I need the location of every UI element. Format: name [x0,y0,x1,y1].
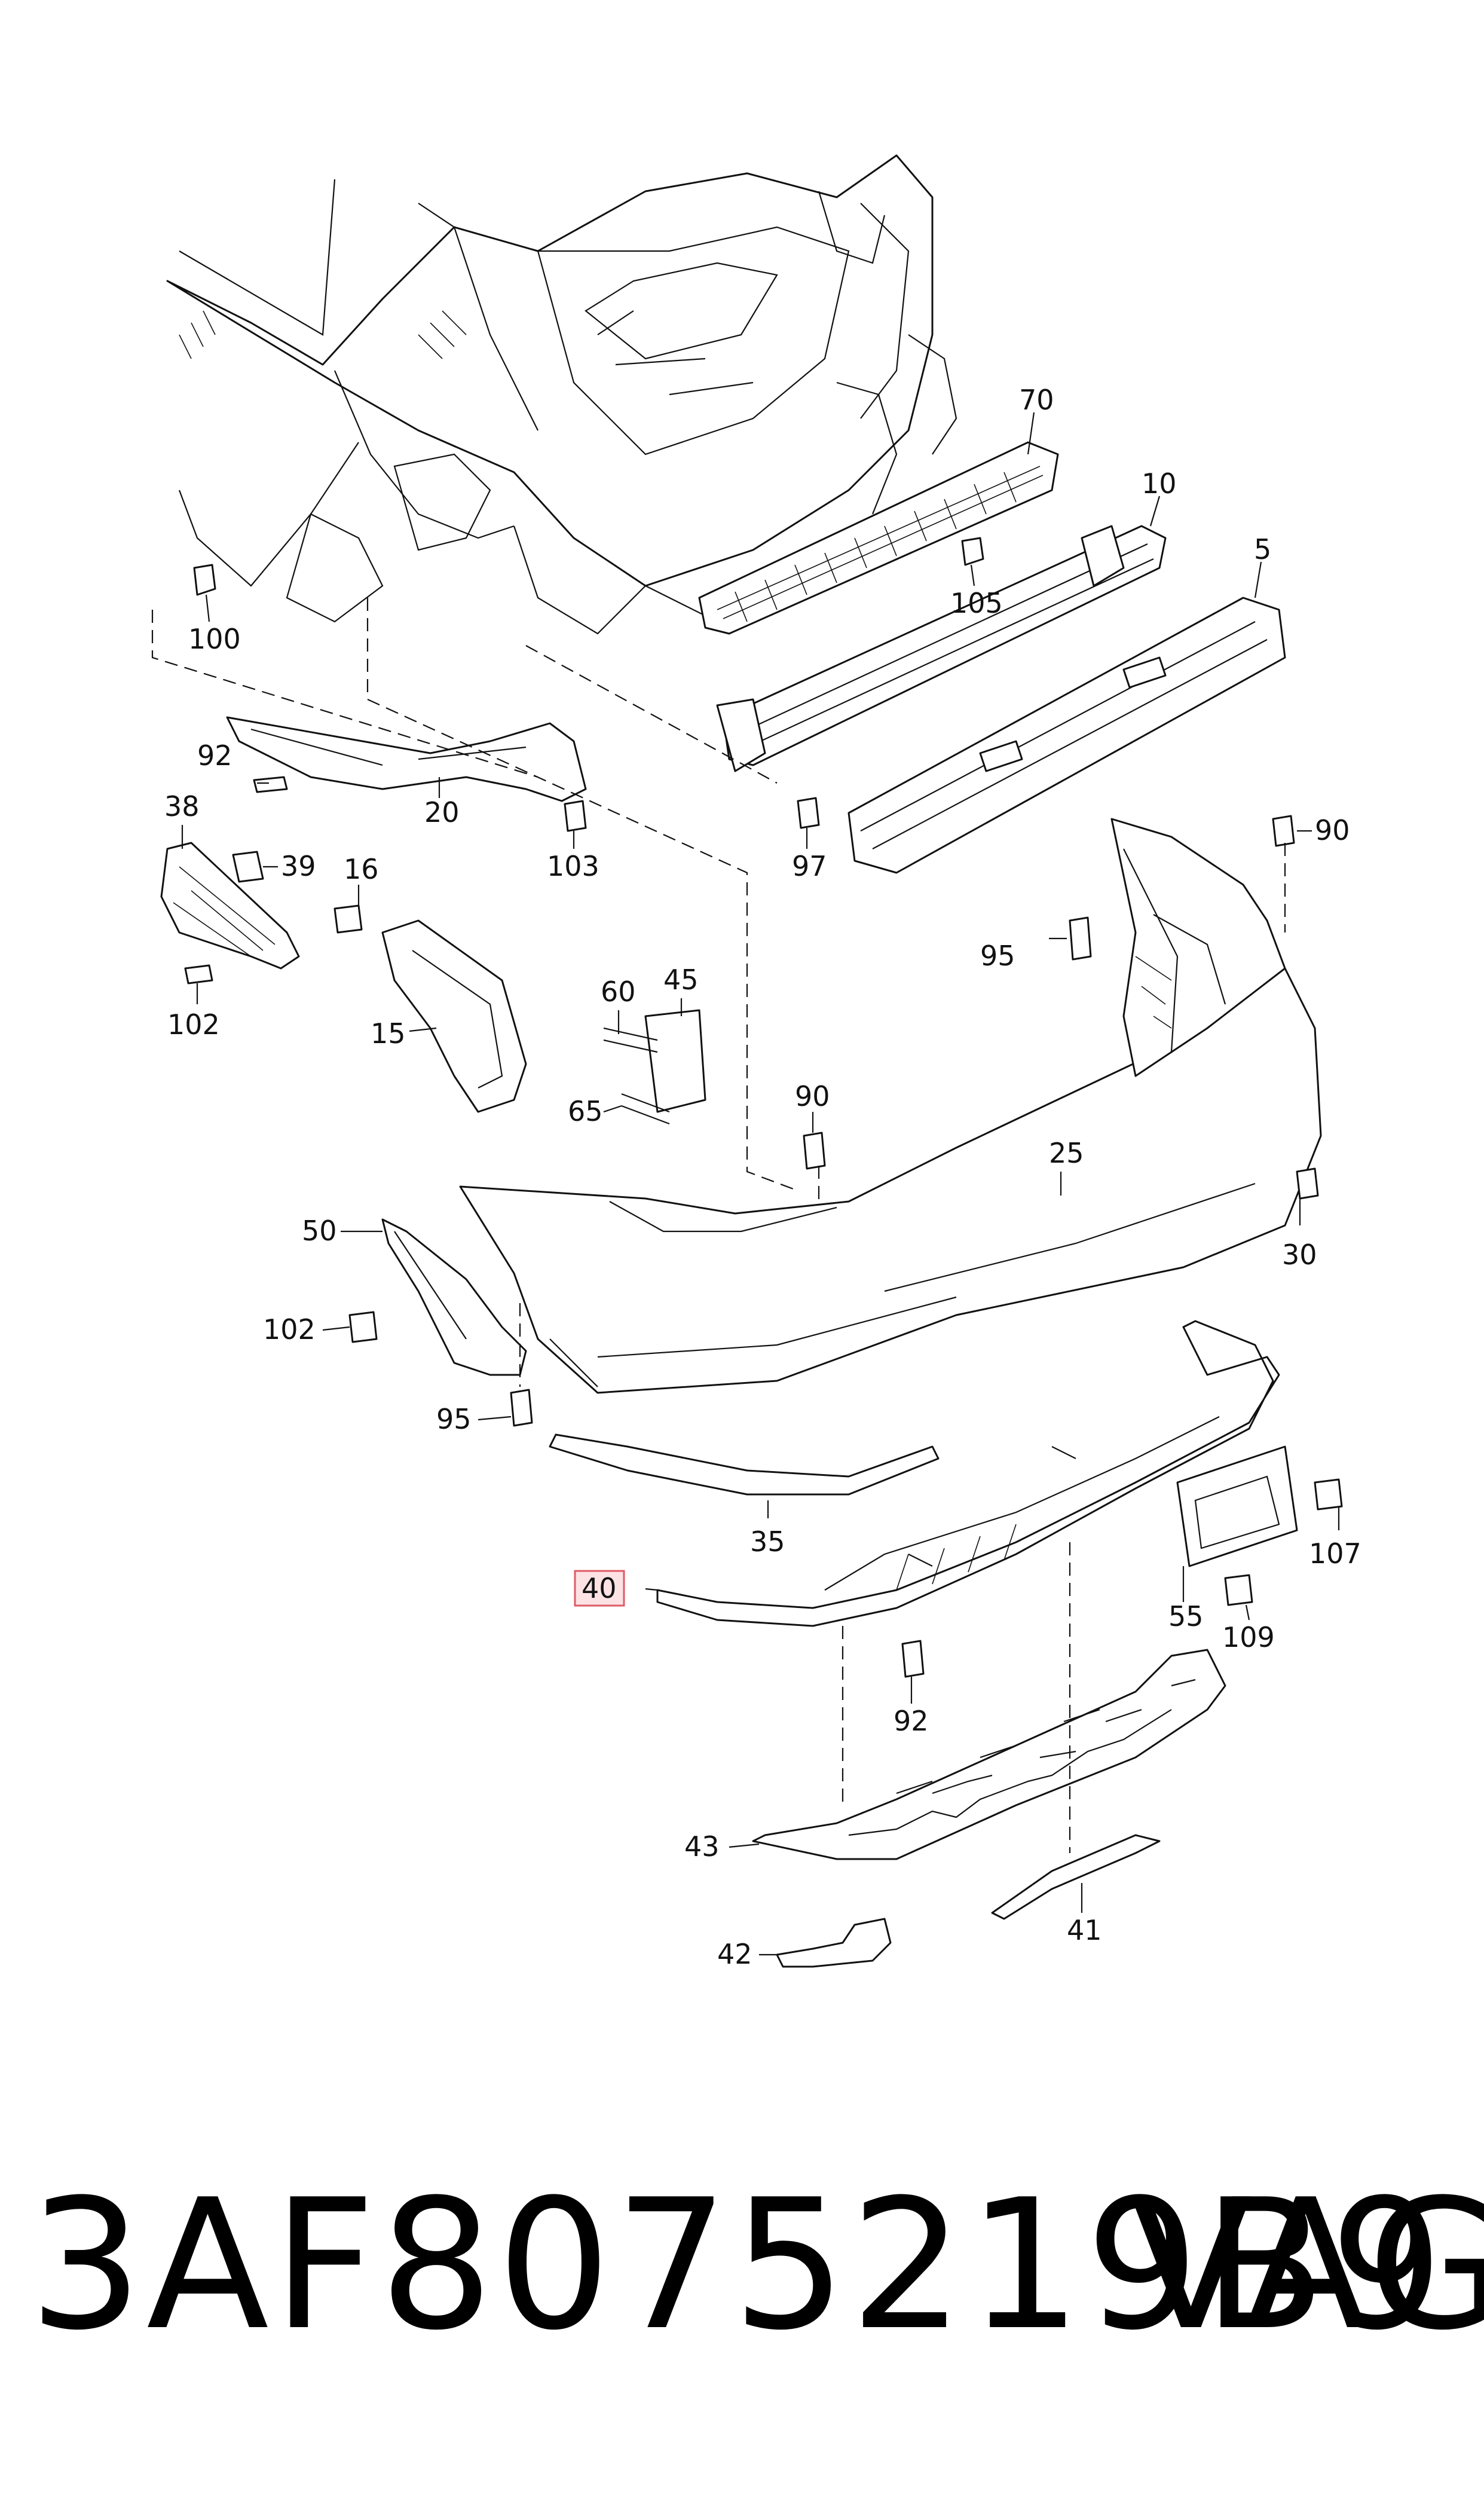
part-55-plate-base [1176,1445,1298,1567]
callout-39: 39 [281,850,316,882]
part-35-trim-strip [549,1433,940,1496]
part-38-bracket [160,842,300,970]
callout-103: 103 [547,850,599,882]
callout-107: 107 [1309,1537,1361,1570]
car-body-shell [166,154,957,635]
callout-50: 50 [302,1215,337,1247]
callout-15: 15 [371,1017,406,1050]
callout-41: 41 [1067,1914,1102,1946]
callout-16: 16 [344,853,379,885]
callout-70: 70 [1019,384,1054,416]
part-10-beam [716,525,1167,772]
callout-20: 20 [424,796,460,829]
callout-92-upper: 92 [197,739,232,772]
callout-109: 109 [1222,1621,1275,1653]
part-number: 3AF8075219B9 [29,2161,1448,2370]
callout-100: 100 [188,623,241,655]
callout-90-right: 90 [1315,814,1350,846]
callout-55: 55 [1168,1600,1204,1633]
part-70-absorber [698,441,1059,635]
callout-92-lower: 92 [894,1705,929,1737]
part-41-trim [991,1834,1161,1920]
callout-5: 5 [1254,533,1271,565]
callout-97: 97 [792,850,827,882]
callout-38: 38 [164,790,200,823]
callout-95-upper: 95 [980,940,1015,972]
callout-102-upper: 102 [167,1008,220,1041]
part-25-bumper-cover [459,818,1322,1394]
callout-90-center: 90 [795,1080,830,1112]
brand-label: VAG [1130,2161,1484,2370]
part-15-bracket [381,919,527,1113]
part-40-lower-diffuser [656,1320,1280,1627]
callout-95-lower: 95 [436,1403,472,1435]
callout-35: 35 [750,1526,785,1558]
callout-30: 30 [1282,1239,1317,1271]
callout-43: 43 [684,1830,720,1863]
callout-60: 60 [601,976,636,1008]
part-60-strip [603,1027,658,1053]
part-65-strip [621,1093,670,1125]
callout-42: 42 [717,1938,752,1970]
part-45-pad [644,1009,706,1113]
part-42-exhaust-trim [776,1918,892,1968]
footer: 3AF8075219B9 VAG [0,2152,1484,2379]
highlight-box-40 [574,1570,625,1607]
fasteners [184,537,1343,1678]
callout-105: 105 [950,587,1003,619]
part-43-lower-insert [752,1649,1226,1860]
callout-40: 40 [582,1572,617,1604]
callout-25: 25 [1049,1137,1084,1169]
callout-45: 45 [663,964,699,996]
leader-lines [181,412,1340,1956]
part-5-absorber-foam [847,597,1286,874]
callouts: 70 10 5 105 100 92 20 103 97 90 38 39 16… [164,384,1361,1970]
parts-diagram: 70 10 5 105 100 92 20 103 97 90 38 39 16… [151,154,1361,1970]
part-20-bracket [226,716,587,802]
callout-10: 10 [1142,467,1177,500]
assembly-lines [151,598,1286,1853]
callout-102-lower: 102 [263,1313,316,1346]
callout-65: 65 [568,1095,603,1127]
